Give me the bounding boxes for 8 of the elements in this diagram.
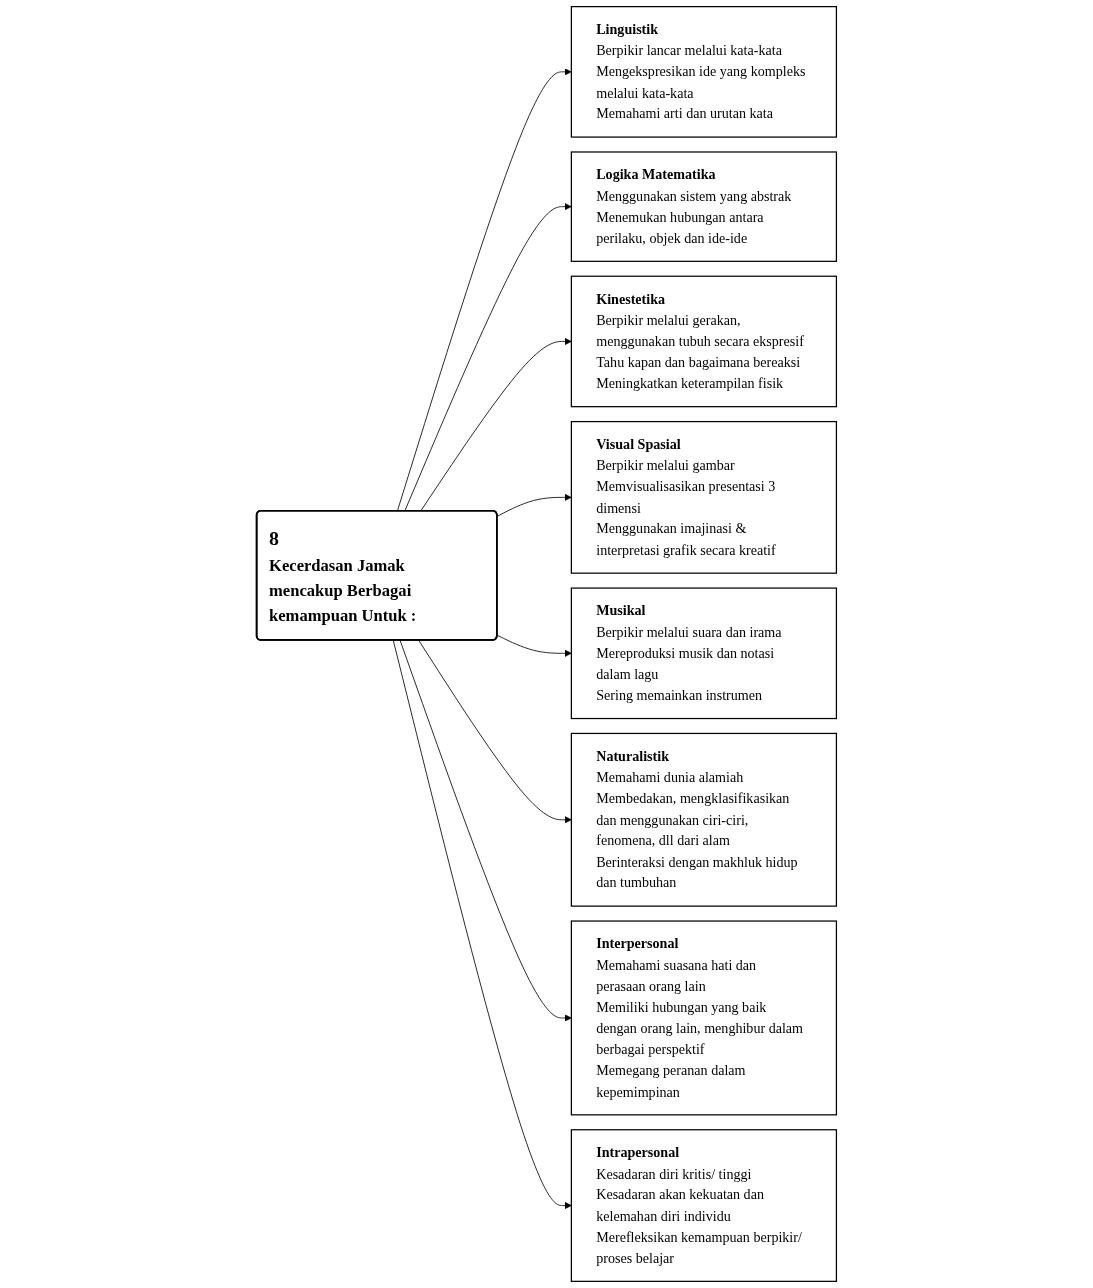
node-box: Naturalistik Memahami dunia alamiah Membedakan, mengklasifikasikan dan menggunakan ciri-ciri, fenomena, dll dari alam Berinteraksi dengan makhluk hidup dan tumbuhan: [570, 732, 837, 907]
node-box: Interpersonal Memahami suasana hati dan perasaan orang lain Memiliki hubungan yang baik dengan orang lain, menghibur dalam berbagai perspektif Memegang peranan dalam kepemimpinan: [570, 920, 837, 1116]
node-box: Logika Matematika Menggunakan sistem yang abstrak Menemukan hubungan antara perilaku, objek dan ide-ide: [570, 151, 837, 262]
node-box: Visual Spasial Berpikir melalui gambar Memvisualisasikan presentasi 3 dimensi Menggunakan imajinasi & interpretasi grafik secara kreatif: [570, 421, 837, 574]
node-box: Musikal Berpikir melalui suara dan irama Mereproduksi musik dan notasi dalam lagu Sering memainkan instrumen: [570, 587, 837, 720]
node-box: Kinestetika Berpikir melalui gerakan, menggunakan tubuh secara ekspresif Tahu kapan dan bagaimana bereaksi Meningkatkan keterampilan fisik: [570, 275, 837, 408]
node-box: Linguistik Berpikir lancar melalui kata-kata Mengekspresikan ide yang kompleks melalui kata-kata Memahami arti dan urutan kata: [570, 6, 837, 138]
node-box: Intrapersonal Kesadaran diri kritis/ tinggi Kesadaran akan kekuatan dan kelemahan diri individu Merefleksikan kemampuan berpikir/ proses belajar: [570, 1129, 837, 1282]
